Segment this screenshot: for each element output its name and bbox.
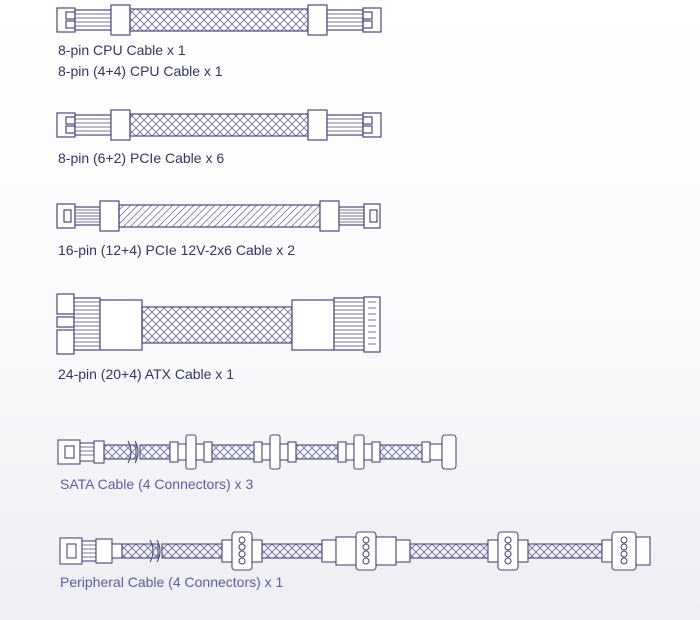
- peripheral-cable-label-line-1: Peripheral Cable (4 Connectors) x 1: [60, 574, 284, 590]
- pcie-12v-2x6-cable-icon: [56, 200, 381, 232]
- sata-cable-label-line-1: SATA Cable (4 Connectors) x 3: [60, 476, 254, 492]
- pcie-cable-icon: [56, 109, 382, 141]
- pcie-cable-label: 8-pin (6+2) PCIe Cable x 6: [58, 148, 224, 169]
- peripheral-cable-label: Peripheral Cable (4 Connectors) x 1: [60, 572, 283, 593]
- cpu-cable-icon: [56, 4, 382, 36]
- cpu-cable-label-line-2: 8-pin (4+4) CPU Cable x 1: [58, 63, 223, 79]
- peripheral-cable-icon: [59, 531, 651, 571]
- cpu-cable-label-line-1: 8-pin CPU Cable x 1: [58, 42, 186, 58]
- pcie-cable-label-line-1: 8-pin (6+2) PCIe Cable x 6: [58, 150, 225, 166]
- sata-cable-icon: [57, 434, 457, 470]
- pcie-12v-2x6-cable-label: 16-pin (12+4) PCIe 12V-2x6 Cable x 2: [58, 240, 295, 261]
- sata-cable-label: SATA Cable (4 Connectors) x 3: [60, 474, 253, 495]
- atx-cable-label-line-1: 24-pin (20+4) ATX Cable x 1: [58, 366, 235, 382]
- atx-cable-icon: [56, 293, 381, 355]
- cpu-cable-label: 8-pin CPU Cable x 1 8-pin (4+4) CPU Cabl…: [58, 40, 223, 82]
- atx-cable-label: 24-pin (20+4) ATX Cable x 1: [58, 364, 234, 385]
- pcie-12v-2x6-cable-label-line-1: 16-pin (12+4) PCIe 12V-2x6 Cable x 2: [58, 242, 295, 258]
